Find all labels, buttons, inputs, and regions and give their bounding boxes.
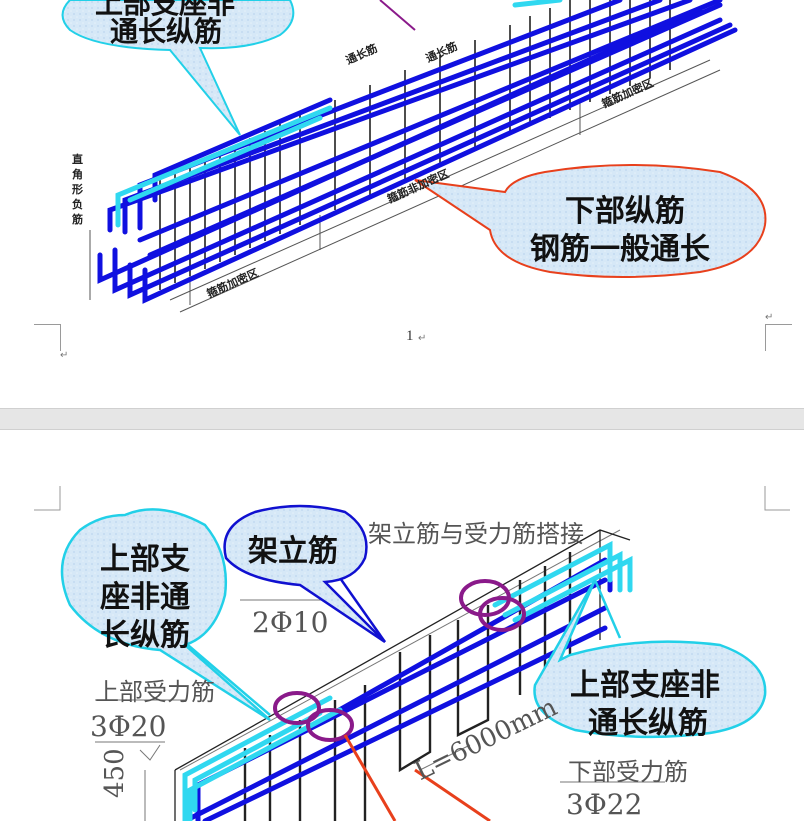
label-top-bar: 上部受力筋	[95, 678, 215, 706]
callout-left-line1: 上部支	[100, 542, 190, 577]
paragraph-mark-left: ↵	[60, 350, 69, 361]
callout-erect	[223, 504, 386, 644]
document-page-1: 上部支座非 通长纵筋 下部纵筋 钢筋一般通长 直角形负筋 通长筋 通长筋 箍筋加…	[0, 0, 804, 408]
beam-rebar-diagram-1	[61, 0, 767, 313]
callout-right-line2: 通长纵筋	[588, 706, 708, 741]
callout-right	[533, 579, 767, 739]
page-number: 1	[406, 328, 414, 344]
callout-bottom-right	[414, 164, 767, 278]
callout-top-text-line1: 上部支座非	[95, 0, 236, 20]
paragraph-mark-right: ↵	[765, 312, 774, 323]
label-bottom-bar: 下部受力筋	[568, 758, 688, 786]
lap-rings	[273, 579, 526, 742]
callout-top-left	[61, 0, 295, 136]
page-gap	[0, 408, 804, 430]
callout-left-line2: 座非通	[100, 580, 190, 615]
label-3phi22: 3Φ22	[566, 788, 643, 821]
top-noncontinuous-bars	[115, 0, 563, 228]
callout-bottom-text-line1: 下部纵筋	[565, 194, 685, 229]
label-height: 450	[100, 748, 130, 798]
callout-left	[60, 508, 271, 722]
beam-rebar-diagram-2	[34, 486, 790, 821]
label-3phi20: 3Φ20	[90, 710, 167, 743]
callout-top-text-line2: 通长纵筋	[110, 15, 223, 48]
callout-erect-text: 架立筋	[248, 534, 338, 569]
red-leader-lines	[343, 734, 491, 821]
label-lap: 架立筋与受力筋搭接	[368, 520, 584, 548]
label-2phi10: 2Φ10	[252, 606, 329, 639]
top-noncontinuous-bars-2	[182, 540, 633, 821]
corner-mark-bottom-right	[765, 324, 792, 351]
label-right-angle-neg-bar: 直角形负筋	[72, 153, 83, 226]
document-page-2: 上部支 座非通 长纵筋 架立筋 上部支座非 通长纵筋 架立筋与受力筋搭接 2Φ1…	[0, 430, 804, 821]
page2-corner-marks	[34, 486, 790, 511]
longitudinal-bars	[97, 0, 738, 304]
callout-bottom-text-line2: 钢筋一般通长	[530, 232, 710, 267]
callout-left-line3: 长纵筋	[100, 618, 190, 653]
paragraph-mark: ↵	[418, 333, 427, 344]
corner-mark-bottom-left	[34, 324, 61, 351]
cad-dimension-lines	[95, 529, 665, 821]
callout-right-line1: 上部支座非	[570, 668, 720, 703]
